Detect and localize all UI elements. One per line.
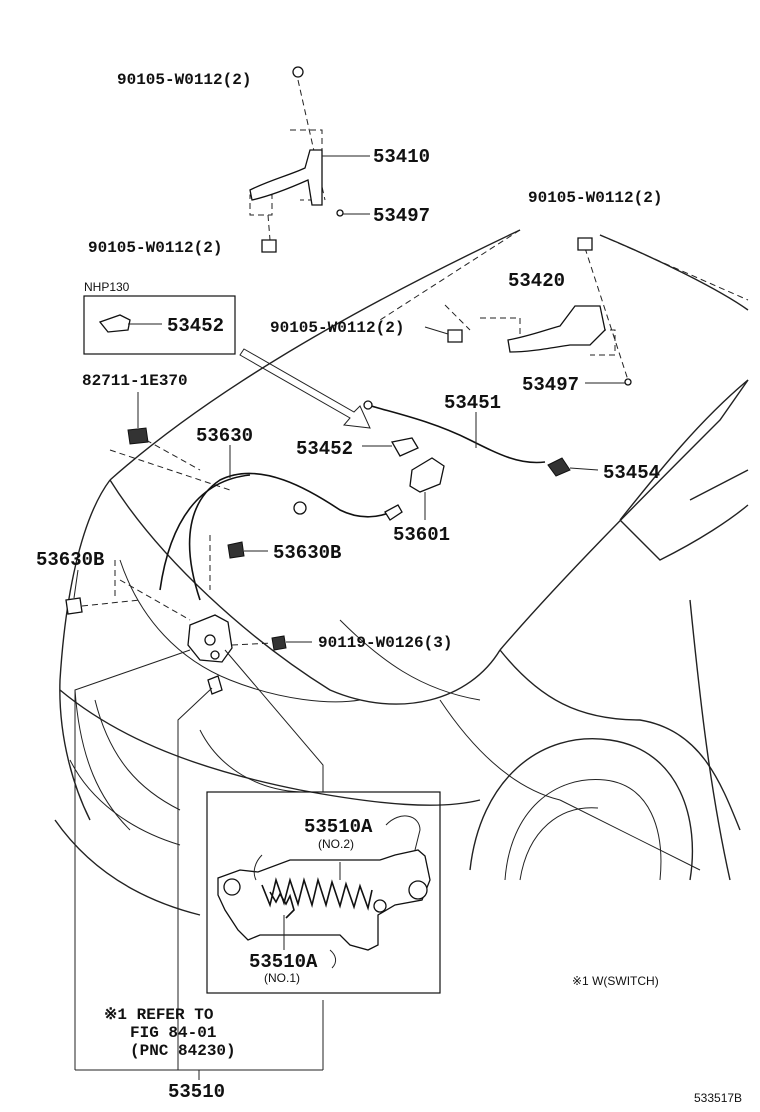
label-clip-left: 53630B [36,549,104,571]
label-lever: 53601 [393,524,450,546]
variant-box [83,295,236,355]
label-grommet: 82711-1E370 [82,372,188,390]
label-refer-line2: FIG 84-01 [130,1024,216,1042]
clamp-icon [390,437,419,457]
label-lock-assy: 53510 [168,1081,225,1103]
support-rod-icon [367,404,546,464]
hinge-right-group [424,237,632,386]
cushion-icon [336,209,344,217]
spring-detail [217,815,431,969]
label-spring-no1-sub: (NO.1) [264,971,300,985]
label-refer-line3: (PNC 84230) [130,1042,236,1060]
clamp-icon [98,314,131,333]
spring-no1-icon [269,891,295,919]
bolt-icon [271,635,287,651]
grommet-icon [127,427,149,445]
cushion-icon [624,378,632,386]
bolt-icon [447,329,463,343]
label-clamp: 53452 [296,438,353,460]
label-note: ※1 W(SWITCH) [572,974,659,988]
label-spring-no1: 53510A [249,951,318,973]
label-variant: NHP130 [84,280,130,294]
label-bolt-top: 90105-W0112(2) [117,71,251,89]
bolt-icon [292,66,304,78]
clip-icon [227,541,245,559]
hinge-left-icon [249,149,323,206]
label-cable: 53630 [196,425,253,447]
hinge-left-group [249,66,370,253]
label-hinge-left: 53410 [373,146,430,168]
label-rod-holder: 53454 [603,462,660,484]
label-bolt-right-mid: 90105-W0112(2) [270,319,404,337]
label-figure-code: 533517B [694,1091,742,1105]
release-cable-icon [188,472,396,601]
label-cushion-right: 53497 [522,374,579,396]
label-spring-no2-sub: (NO.2) [318,837,354,851]
label-refer-line1: ※1 REFER TO [104,1006,214,1024]
bolt-icon [261,239,277,253]
label-hinge-right: 53420 [508,270,565,292]
lever-icon [409,457,445,493]
label-bolt-lock: 90119-W0126(3) [318,634,452,652]
label-clamp-box: 53452 [167,315,224,337]
bolt-icon [577,237,593,251]
spring-detail-frame [206,791,441,994]
direction-arrow [239,348,371,429]
clip-icon [65,597,83,615]
hood-lock-group [119,579,312,695]
label-bolt-right-top: 90105-W0112(2) [528,189,662,207]
label-clip-mid: 53630B [273,542,341,564]
hinge-right-icon [507,305,606,353]
label-bolt-left-lower: 90105-W0112(2) [88,239,222,257]
label-support-rod: 53451 [444,392,501,414]
label-spring-no2: 53510A [304,816,373,838]
vehicle-body-outline [54,229,749,916]
rod-holder-icon [547,457,571,477]
label-cushion-left: 53497 [373,205,430,227]
